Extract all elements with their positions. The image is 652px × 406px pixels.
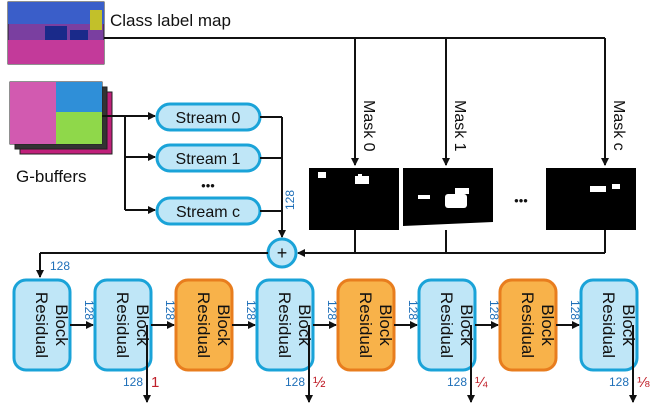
stream-c-label: Stream c — [176, 204, 240, 221]
stream-0: Stream 0 — [157, 104, 260, 130]
residual-block-label: Residual — [518, 292, 537, 358]
output-channels-label: 128 — [447, 375, 467, 389]
residual-block-sublabel: Block — [133, 304, 152, 346]
mask-1-label: Mask 1 — [451, 100, 468, 152]
output-scale-label: ¼ — [475, 374, 488, 391]
residual-block-label: Residual — [275, 292, 294, 358]
stream-1-label: Stream 1 — [176, 151, 241, 168]
sum-to-blocks-line — [40, 253, 268, 277]
stream-merge-lines — [260, 117, 282, 237]
stream-1: Stream 1 — [157, 145, 260, 171]
residual-block-sublabel: Block — [295, 304, 314, 346]
gbuffers-label: G-buffers — [16, 167, 87, 186]
mask-c-image — [546, 168, 636, 230]
residual-block-sublabel: Block — [214, 304, 233, 346]
residual-block-label: Residual — [32, 292, 51, 358]
residual-block-label: Residual — [356, 292, 375, 358]
input-channels-label: 128 — [50, 259, 70, 273]
mask-1-image — [403, 168, 493, 230]
residual-block-sublabel: Block — [457, 304, 476, 346]
mask-ellipsis: ••• — [514, 193, 528, 208]
gbuffers-image — [10, 82, 112, 154]
class-label-map-label: Class label map — [110, 11, 231, 30]
residual-block-sublabel: Block — [376, 304, 395, 346]
class-label-map-image — [8, 2, 104, 64]
stream-c: Stream c — [157, 198, 260, 224]
residual-block-label: Residual — [194, 292, 213, 358]
stream-channels-label: 128 — [283, 190, 297, 210]
residual-block-label: Residual — [599, 292, 618, 358]
mask-sum-line — [298, 230, 605, 253]
output-scale-label: 1 — [151, 374, 159, 391]
output-scale-label: ½ — [313, 374, 326, 391]
residual-block-sublabel: Block — [538, 304, 557, 346]
residual-block-label: Residual — [437, 292, 456, 358]
sum-node: + — [268, 239, 296, 267]
output-channels-label: 128 — [123, 375, 143, 389]
residual-block-sublabel: Block — [619, 304, 638, 346]
mask-c-label: Mask c — [610, 100, 627, 151]
mask-0-label: Mask 0 — [360, 100, 377, 152]
stream-ellipsis: ••• — [201, 178, 215, 193]
residual-block-sublabel: Block — [52, 304, 71, 346]
stream-0-label: Stream 0 — [176, 110, 241, 127]
output-channels-label: 128 — [609, 375, 629, 389]
sum-symbol: + — [277, 243, 288, 263]
mask-0-image — [309, 168, 399, 230]
output-scale-label: ⅛ — [637, 374, 650, 391]
residual-block-label: Residual — [113, 292, 132, 358]
output-channels-label: 128 — [285, 375, 305, 389]
